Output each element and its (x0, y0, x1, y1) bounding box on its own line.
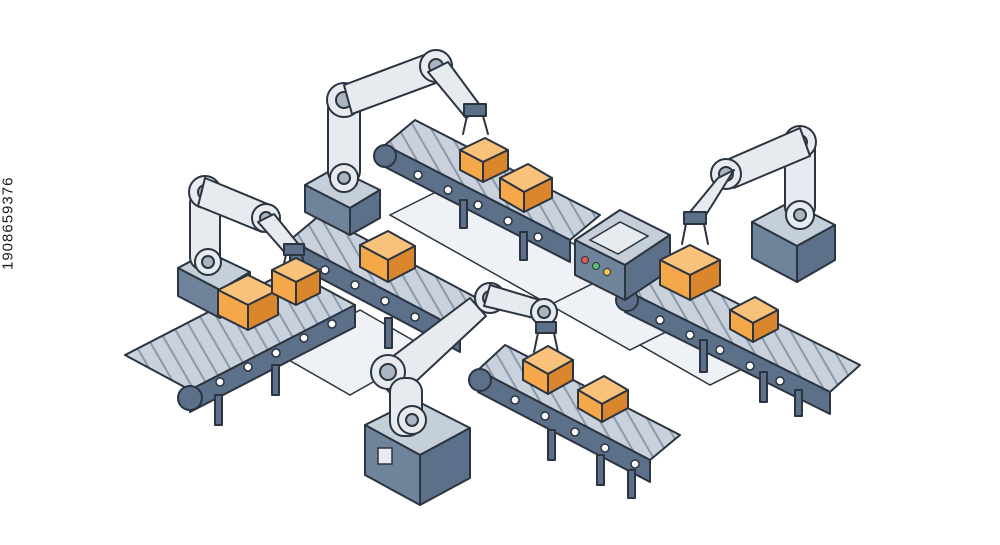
robot-base-right (751, 201, 836, 283)
cardboard-box-icon (217, 274, 279, 331)
status-light-yellow-icon (603, 268, 611, 276)
control-panel-machine (574, 209, 671, 301)
robot-arm-right (681, 125, 817, 245)
cardboard-box-icon (577, 375, 629, 423)
cardboard-box-icon (522, 345, 574, 395)
cardboard-box-icon (729, 296, 779, 343)
robot-arm-bottom (370, 282, 559, 437)
stock-image-id: 1908659376 (0, 176, 17, 270)
cardboard-box-icon (499, 163, 553, 213)
cardboard-box-icon (459, 137, 509, 183)
conveyor-belt-bottom (468, 344, 681, 499)
robot-arm-top (326, 49, 489, 193)
panel-icon (377, 447, 393, 465)
status-light-red-icon (581, 256, 589, 264)
cardboard-box-icon (359, 230, 416, 283)
cardboard-box-icon (659, 244, 721, 301)
status-light-green-icon (592, 262, 600, 270)
cardboard-box-icon (271, 257, 321, 306)
robot-base-top-left (304, 167, 381, 236)
conveyor-belt-top (373, 119, 601, 263)
robot-arm-left (188, 175, 307, 276)
